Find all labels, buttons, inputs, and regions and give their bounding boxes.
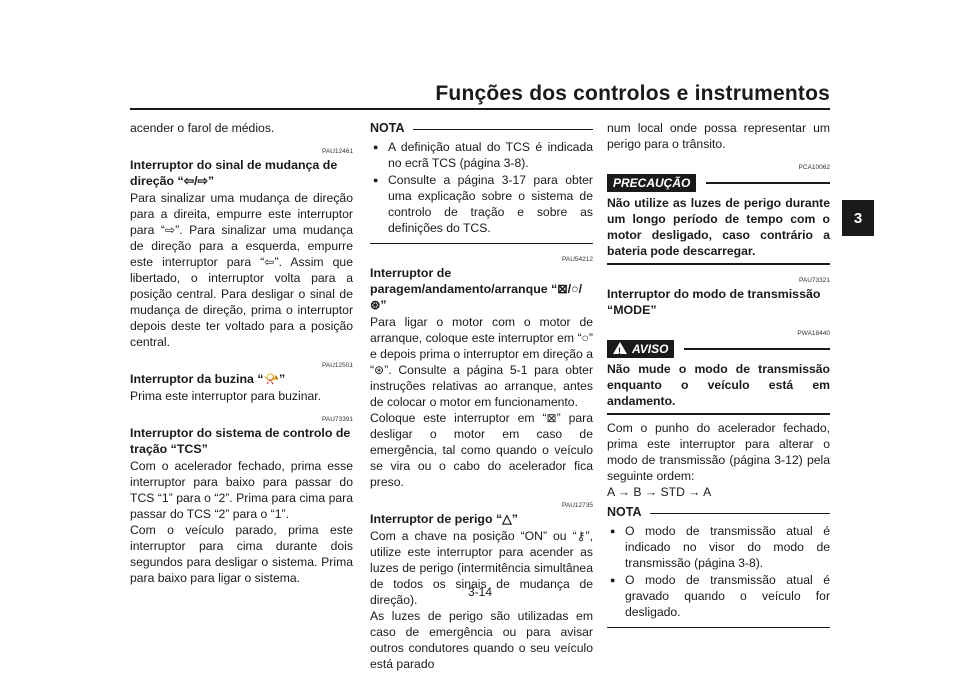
section-code: PAU73321 xyxy=(799,277,830,284)
page-number: 3-14 xyxy=(467,585,493,599)
section-heading-tcs: Interruptor do sistema de controlo de tr… xyxy=(130,426,351,456)
caution-code: PCA10062 xyxy=(798,164,830,171)
section-body: As luzes de perigo são utilizadas em cas… xyxy=(370,609,593,671)
intro-text: acender o farol de médios. xyxy=(130,121,275,135)
section-code: PAU73391 xyxy=(322,416,353,423)
caution-box: PRECAUÇÃO Não utilize as luzes de perigo… xyxy=(607,174,830,265)
warning-box: AVISO Não mude o modo de transmissão enq… xyxy=(607,340,830,415)
chapter-tab: 3 xyxy=(842,200,874,236)
page-header-title: Funções dos controlos e instrumentos xyxy=(435,82,830,105)
section-body: Coloque este interruptor em “⊠” para des… xyxy=(370,411,593,489)
column-2: NOTA A definição atual do TCS é indicada… xyxy=(370,120,593,672)
nota-header: NOTA xyxy=(370,120,593,136)
nota-label: NOTA xyxy=(607,505,642,519)
section-heading-engine-stop: Interruptor de paragem/andamento/arranqu… xyxy=(370,266,583,312)
column-1: acender o farol de médios. PAU12461 Inte… xyxy=(130,120,353,586)
section-body: Com o acelerador fechado, prima esse int… xyxy=(130,459,353,521)
section-code: PAU12501 xyxy=(322,362,353,369)
nota-item: Consulte a página 3-17 para obter uma ex… xyxy=(370,172,593,236)
section-body: Para ligar o motor com o motor de arranq… xyxy=(370,315,593,409)
nota-item: A definição atual do TCS é indicada no e… xyxy=(370,139,593,171)
section-heading-hazard: Interruptor de perigo “△” xyxy=(370,512,518,526)
section-heading-turn-signal: Interruptor do sinal de mudança de direç… xyxy=(130,158,338,188)
warning-triangle-icon xyxy=(613,342,627,359)
section-code: PAU12735 xyxy=(562,502,593,509)
nota-item: O modo de transmissão atual é gravado qu… xyxy=(607,572,830,620)
caution-badge: PRECAUÇÃO xyxy=(607,174,697,192)
caution-text: Não utilize as luzes de perigo durante u… xyxy=(607,196,830,258)
column-3: num local onde possa representar um peri… xyxy=(607,120,830,628)
section-body: Para sinalizar uma mudança de direção pa… xyxy=(130,191,353,349)
warning-badge: AVISO xyxy=(607,340,675,359)
section-heading-mode: Interruptor do modo de transmissão “MODE… xyxy=(607,287,821,317)
section-code: PAU54212 xyxy=(562,256,593,263)
warning-text: Não mude o modo de transmissão enquanto … xyxy=(607,362,830,408)
intro-text: num local onde possa representar um peri… xyxy=(607,121,830,151)
nota-header: NOTA xyxy=(607,504,830,520)
section-heading-horn: Interruptor da buzina “📯” xyxy=(130,372,286,386)
section-code: PAU12461 xyxy=(322,148,353,155)
header-rule xyxy=(130,108,830,110)
nota-item: O modo de transmissão atual é indicado n… xyxy=(607,523,830,571)
mode-sequence: A → B → STD → A xyxy=(607,485,712,499)
section-body: Com o veículo parado, prima este interru… xyxy=(130,523,353,585)
nota-box: NOTA A definição atual do TCS é indicada… xyxy=(370,120,593,244)
nota-box: NOTA O modo de transmissão atual é indic… xyxy=(607,504,830,628)
section-body: Prima este interruptor para buzinar. xyxy=(130,389,322,403)
warning-code: PWA18440 xyxy=(797,330,830,337)
section-body: Com o punho do acelerador fechado, prima… xyxy=(607,421,830,483)
section-body: Com a chave na posição “ON” ou “⚷”, util… xyxy=(370,529,593,607)
nota-label: NOTA xyxy=(370,121,405,135)
